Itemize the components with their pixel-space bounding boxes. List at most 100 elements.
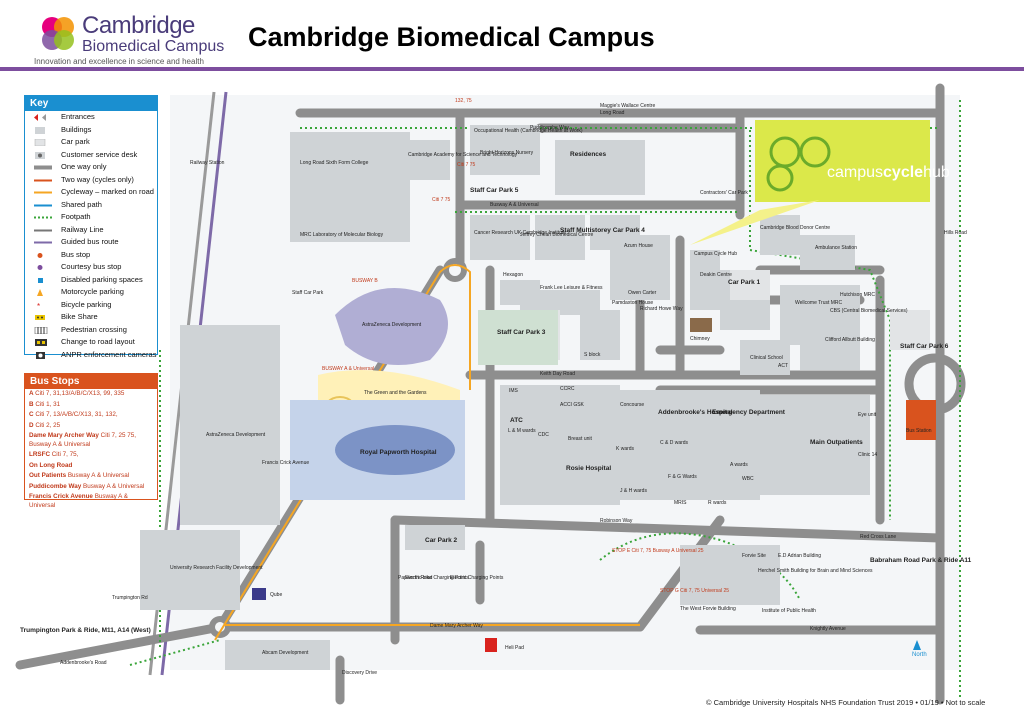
map-label-stop-e: STOP E Citi 7, 75 Busway A Universal 25 <box>612 548 704 554</box>
key-item: Motorcycle parking <box>25 286 157 299</box>
map-label-car-park-1: Car Park 1 <box>728 279 761 286</box>
key-item-label: Change to road layout <box>61 337 135 346</box>
map-label-residences: Residences <box>570 151 607 158</box>
map-label-bus-stop-132: 132, 75 <box>455 98 472 104</box>
buildings <box>140 125 870 670</box>
map-label-a: A wards <box>730 462 748 468</box>
bus-stop-row: On Long Road <box>25 461 157 472</box>
bus-stop-routes: Citi 7, 13/A/B/C/X13, 31, 132, <box>35 411 118 418</box>
key-item: Two way (cycles only) <box>25 174 157 187</box>
qube-icon <box>252 588 266 600</box>
map-label-occ-health: Occupational Health (Cambridge Health at… <box>474 128 583 134</box>
map-label-forvie: Forvie Site <box>742 553 766 559</box>
map-label-busway-b: BUSWAY B <box>352 278 378 284</box>
map-label-e-charge: Electric Charging Points <box>450 575 504 581</box>
map-label-staff-mcp4: Staff Multistorey Car Park 4 <box>560 227 645 234</box>
map-label-long-road: Long Road <box>600 110 625 116</box>
footpaths <box>129 100 961 700</box>
key-item: One way only <box>25 161 157 174</box>
map-label-bus-station: Bus Station <box>906 428 932 434</box>
map-label-railway: Railway Station <box>190 160 225 166</box>
key-item: Bike Share <box>25 311 157 324</box>
map-label-keith-day: Keith Day Road <box>540 371 576 377</box>
map-label-rosie: Rosie Hospital <box>566 465 612 472</box>
key-item: ANPR enforcement cameras <box>25 349 157 362</box>
bus-stop-name: C <box>29 411 36 418</box>
bus-stop-name: A <box>29 390 36 397</box>
map-label-green: The Green and the Gardens <box>364 390 427 396</box>
key-item-label: Shared path <box>61 199 102 209</box>
map-label-heli: Heli Pad <box>505 645 524 651</box>
key-item-label: One way only <box>61 162 107 171</box>
key-item: Customer service desk <box>25 149 157 162</box>
key-item: Cycleway – marked on road <box>25 186 157 199</box>
map-label-main-op: Main Outpatients <box>810 439 863 446</box>
bus-stop-name: On Long Road <box>29 461 73 469</box>
key-item-label: Bus stop <box>61 249 91 259</box>
copyright: © Cambridge University Hospitals NHS Fou… <box>706 698 986 707</box>
bus-stop-routes: Citi 2, 25 <box>35 421 61 429</box>
map-label-dame-mary: Dame Mary Archer Way <box>430 623 483 629</box>
map-label-eye: Eye unit <box>858 412 877 418</box>
key-item-label: Guided bus route <box>61 237 119 246</box>
cycleway <box>214 264 471 641</box>
map-label-robinson: Robinson Way <box>600 518 633 524</box>
key-item: Footpath <box>25 211 157 224</box>
key-item-label: Entrances <box>61 112 95 121</box>
staff-car-park-3-area <box>478 310 558 365</box>
map-label-azurn: Azurn House <box>624 243 653 249</box>
map-label-stop-g: STOP G Citi 7, 75 Universal 25 <box>660 588 730 594</box>
map-label-atc: ATC <box>510 417 523 424</box>
bus-stop-row: C Citi 7, 13/A/B/C/X13, 31, 132, <box>25 410 157 421</box>
map-label-urfd: University Research Facility Development <box>170 565 263 571</box>
map-label-clifford: Clifford Allbutt Building <box>825 337 875 343</box>
map-label-cd: C & D wards <box>660 440 689 446</box>
map-label-staff-cp5: Staff Car Park 5 <box>470 187 519 194</box>
road-network <box>15 83 945 705</box>
map-label-astrazeneca-dev2: AstraZeneca Development <box>206 432 266 438</box>
map-label-hills-road: Hills Road <box>944 230 967 236</box>
map-label-wbc: WBC <box>742 476 754 482</box>
map-label-clinical-school: Clinical School <box>750 355 783 361</box>
map-label-knightly: Knightly Avenue <box>810 626 846 632</box>
map-label-concourse: Concourse <box>620 402 645 408</box>
map-label-ccrc: CCRC <box>560 386 575 392</box>
logo-subtitle: Biomedical Campus <box>82 38 225 55</box>
map-label-jh: J & H wards <box>620 488 647 494</box>
map-label-e-bike: Electric bike Charging Points <box>405 575 469 581</box>
map-label-francis-crick: Francis Crick Avenue <box>262 460 310 466</box>
key-item-label: Footpath <box>61 212 91 221</box>
astrazeneca-development-area <box>335 288 448 365</box>
map-label-richard-howe: Richard Howe Way <box>640 306 683 312</box>
map-label-puddicombe: Puddicombe Way <box>530 125 569 131</box>
logo-mark <box>42 17 74 50</box>
svg-text:*: * <box>37 302 40 309</box>
bus-stop-routes: Citi 7, 31,13/A/B/C/X13, 99, 335 <box>35 390 125 397</box>
key-item: Change to road layout <box>25 336 157 349</box>
bus-stops-heading: Bus Stops <box>25 374 157 389</box>
map-label-clinic14: Clinic 14 <box>858 452 878 458</box>
north-label: North <box>912 652 927 658</box>
key-item: Entrances <box>25 111 157 124</box>
map-label-bright-horizons: Bright Horizons Nursery <box>480 150 534 156</box>
chimney-icon <box>690 318 712 332</box>
map-label-act: ACT <box>778 363 788 369</box>
bus-stops-panel: Bus Stops A Citi 7, 31,13/A/B/C/X13, 99,… <box>24 373 158 509</box>
map-label-emergency: Emergency Department <box>712 409 785 416</box>
map-label-trumpington-rd: Trumpington Rd <box>112 595 148 601</box>
bus-stop-name: Dame Mary Archer Way <box>29 432 101 439</box>
key-item: Bus stop <box>25 249 157 262</box>
key-item-label: ANPR enforcement cameras <box>61 349 157 359</box>
map-label-acci: ACCI GSK <box>560 402 584 408</box>
map-label-sblock: S block <box>584 352 601 358</box>
north-arrow-icon <box>913 640 921 650</box>
map-label-abcam: Abcam Development <box>262 650 309 656</box>
key-heading: Key <box>25 96 157 111</box>
map-label-mrs: MRIS <box>674 500 687 506</box>
map-label-ambulance: Ambulance Station <box>815 245 857 251</box>
map-label-cam-academy: Cambridge Academy for Science and Techno… <box>408 152 518 158</box>
map-label-ed-adrian: E.D Adrian Building <box>778 553 822 559</box>
map-label-r: R wards <box>708 500 727 506</box>
